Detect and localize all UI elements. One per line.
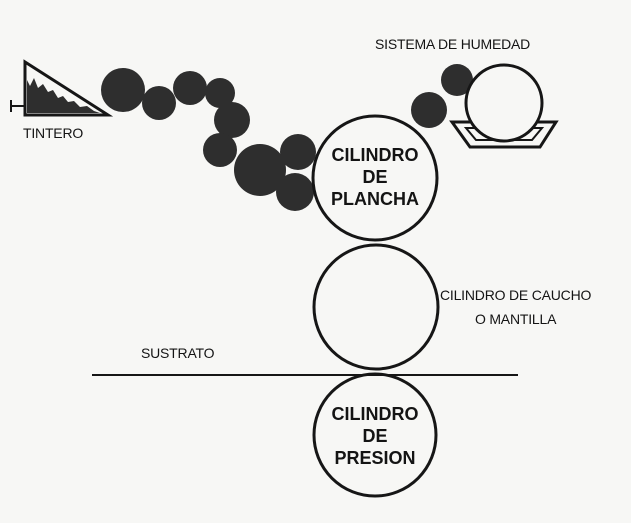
ink-fountain-label: TINTERO bbox=[23, 125, 84, 141]
blanket-cylinder-label: CILINDRO DE CAUCHO O MANTILLA bbox=[440, 288, 591, 326]
dampening-roller bbox=[441, 64, 473, 96]
ink-roller bbox=[214, 102, 250, 138]
plate-cylinder bbox=[311, 114, 439, 242]
substrate-label: SUSTRATO bbox=[141, 345, 215, 361]
ink-roller bbox=[101, 68, 145, 112]
ink-roller bbox=[234, 144, 286, 196]
impression-cylinder-label-line-2: DE bbox=[362, 426, 388, 446]
fountain-roller bbox=[464, 63, 544, 143]
plate-cylinder-label: CILINDRO DE PLANCHA bbox=[322, 146, 428, 208]
ink-roller bbox=[173, 71, 207, 105]
blanket-cylinder bbox=[312, 243, 440, 371]
plate-cylinder-label-line-1: CILINDRO bbox=[331, 145, 419, 165]
ink-roller bbox=[276, 173, 314, 211]
impression-cylinder-label-line-3: PRESION bbox=[334, 448, 416, 468]
ink-fountain-ink bbox=[27, 78, 100, 113]
ink-fountain bbox=[10, 59, 114, 117]
plate-cylinder-label-line-2: DE bbox=[362, 167, 388, 187]
moisture-system-label: SISTEMA DE HUMEDAD bbox=[375, 36, 531, 52]
blanket-cylinder-label-line-1: CILINDRO DE CAUCHO bbox=[440, 287, 592, 303]
impression-cylinder-label-line-1: CILINDRO bbox=[331, 404, 419, 424]
ink-roller-train bbox=[101, 68, 316, 211]
dampening-roller bbox=[411, 92, 447, 128]
ink-roller bbox=[203, 133, 237, 167]
ink-roller bbox=[142, 86, 176, 120]
impression-cylinder-label: CILINDRO DE PRESION bbox=[322, 405, 428, 467]
ink-roller bbox=[205, 78, 235, 108]
ink-roller bbox=[280, 134, 316, 170]
plate-cylinder-label-line-3: PLANCHA bbox=[331, 189, 419, 209]
moisture-system bbox=[411, 63, 559, 149]
blanket-cylinder-label-line-2: O MANTILLA bbox=[474, 311, 557, 327]
